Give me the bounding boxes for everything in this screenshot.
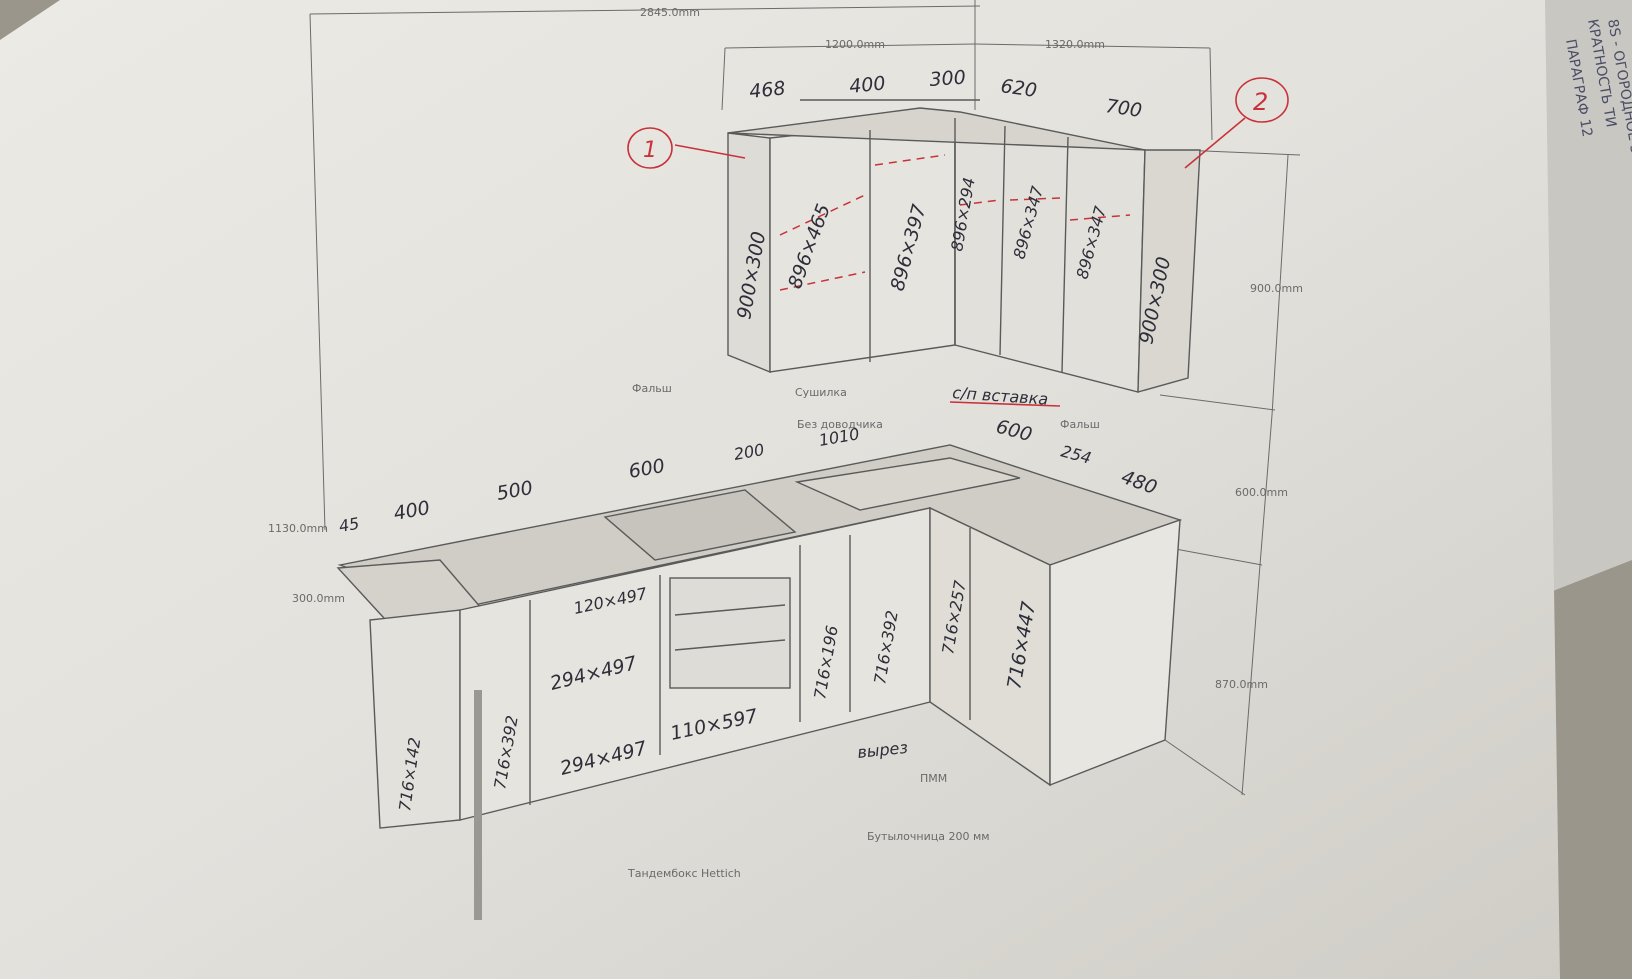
total-width-label: 2845.0mm xyxy=(640,6,700,19)
counter-depth-label: 1130.0mm xyxy=(268,522,328,535)
upper-red-marks xyxy=(779,154,1131,291)
bez-dovodchika-label: Без доводчика xyxy=(797,418,883,431)
falsh-left-label: Фальш xyxy=(632,382,672,395)
falsh-right-label: Фальш xyxy=(1060,418,1100,431)
marker-1: 1 xyxy=(643,138,657,163)
upper-cabinets xyxy=(727,99,1201,393)
dim-base-45: 45 xyxy=(337,514,360,536)
cooktop xyxy=(603,489,797,561)
dim-upper-468: 468 xyxy=(748,77,786,103)
red-markers xyxy=(627,77,1289,407)
marker-2: 2 xyxy=(1253,88,1268,116)
upper-left-width-label: 1200.0mm xyxy=(825,38,885,51)
dim-upper-400: 400 xyxy=(848,72,886,98)
dimension-lines xyxy=(309,0,1301,796)
bar-depth-label: 300.0mm xyxy=(292,592,345,605)
dim-upper-300: 300 xyxy=(929,67,967,91)
upper-right-width-label: 1320.0mm xyxy=(1045,38,1105,51)
base-height-label: 870.0mm xyxy=(1215,678,1268,691)
base-cabinets xyxy=(336,444,1183,920)
upper-height-label: 900.0mm xyxy=(1250,282,1303,295)
dim-upper-620: 620 xyxy=(999,75,1038,102)
dim-upper-700: 700 xyxy=(1104,95,1143,122)
gap-height-label: 600.0mm xyxy=(1235,486,1288,499)
pmm-label: ПММ xyxy=(920,772,947,785)
sushilka-label: Сушилка xyxy=(795,386,847,399)
tandembox-label: Тандембокс Hettich xyxy=(627,867,741,880)
sink xyxy=(794,457,1021,511)
butylochnitsa-label: Бутылочница 200 мм xyxy=(867,830,990,843)
